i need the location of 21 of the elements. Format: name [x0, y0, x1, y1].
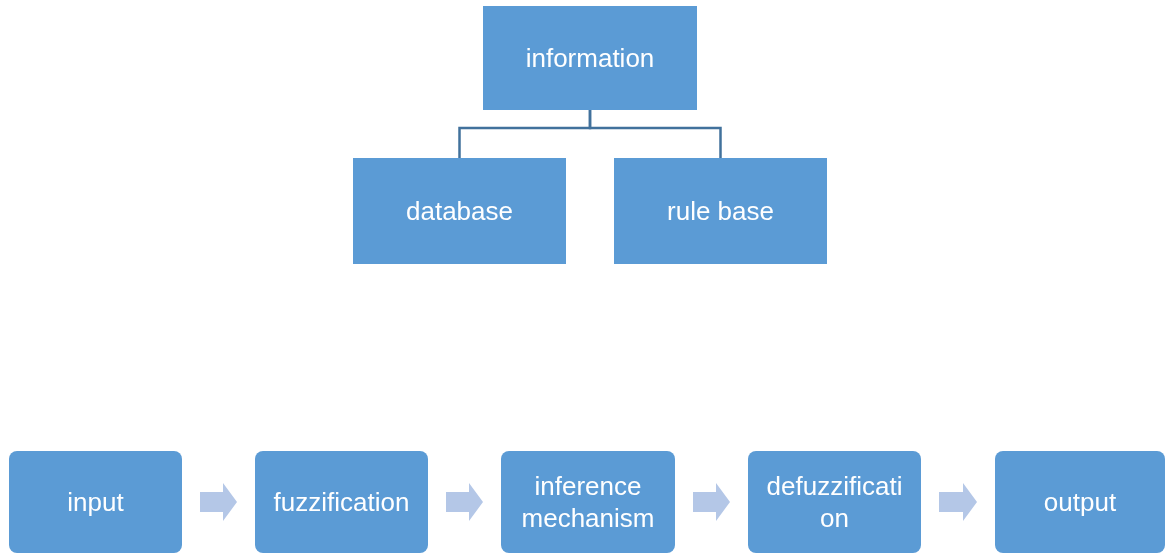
- process-box: [614, 158, 827, 264]
- process-box: [483, 6, 697, 110]
- process-box: [995, 451, 1165, 553]
- block-arrow: [693, 483, 730, 521]
- box-label: output: [1043, 486, 1117, 518]
- block-arrow: [939, 483, 977, 521]
- process-box: [9, 451, 182, 553]
- box-label: input: [67, 486, 124, 518]
- box-label: defuzzification: [765, 470, 904, 534]
- block-arrow: [200, 483, 237, 521]
- process-box: [255, 451, 428, 553]
- box-label: inference mechanism: [520, 470, 656, 534]
- process-box: [353, 158, 566, 264]
- box-label: fuzzification: [273, 486, 410, 518]
- process-box: [748, 451, 921, 553]
- box-label: information: [525, 42, 655, 74]
- connector-line: [588, 110, 722, 158]
- box-label: database: [406, 195, 513, 227]
- box-label: rule base: [667, 195, 774, 227]
- block-arrow: [446, 483, 483, 521]
- process-box: [501, 451, 675, 553]
